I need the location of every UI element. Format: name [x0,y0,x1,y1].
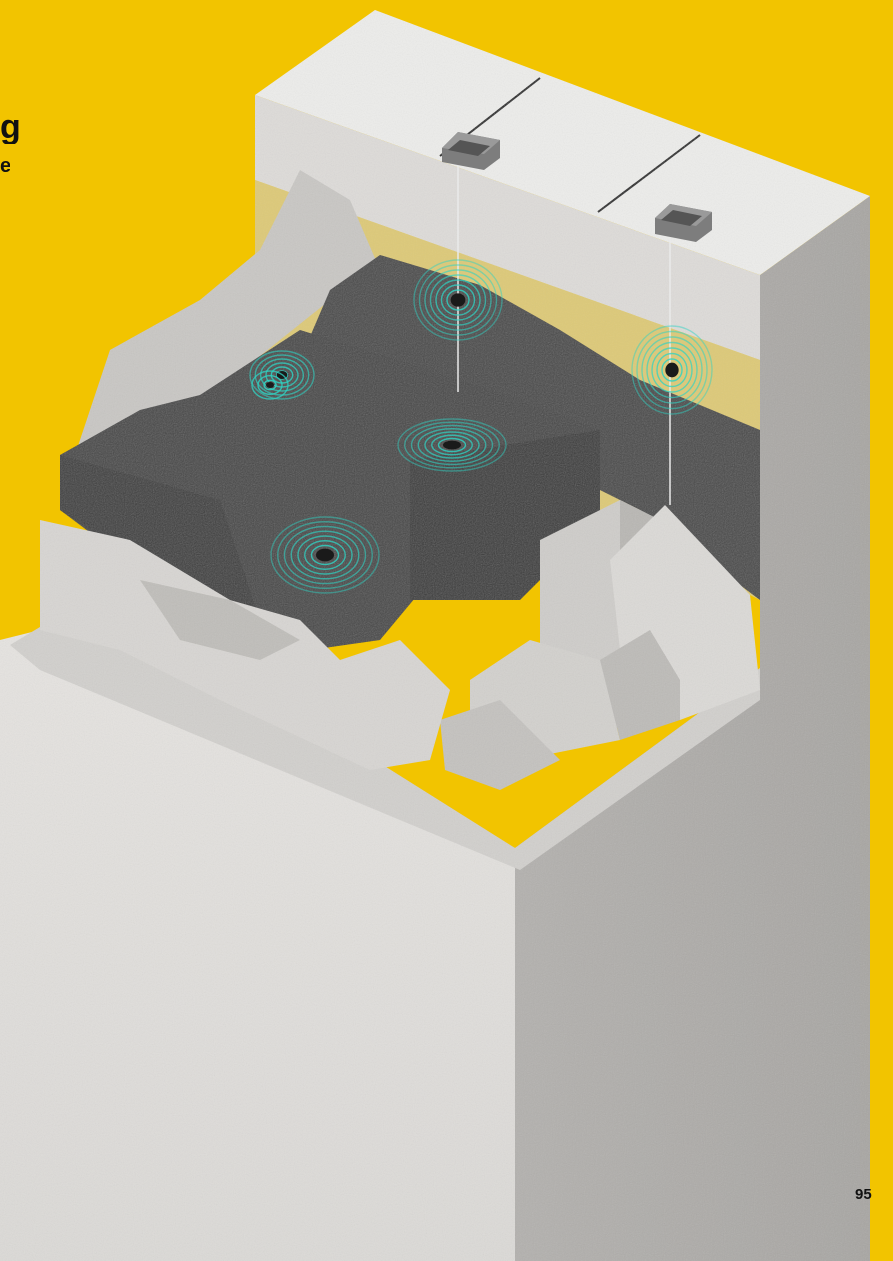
signal-source [266,382,274,388]
cropped-heading-glyph: g [0,110,22,144]
page-number: 95 [855,1186,872,1203]
signal-source [316,549,334,562]
signal-source [451,293,466,306]
signal-ring-set [252,371,288,399]
cropped-subheading-glyph: e [0,156,10,176]
signal-source [665,363,678,378]
signal-source [443,441,461,450]
